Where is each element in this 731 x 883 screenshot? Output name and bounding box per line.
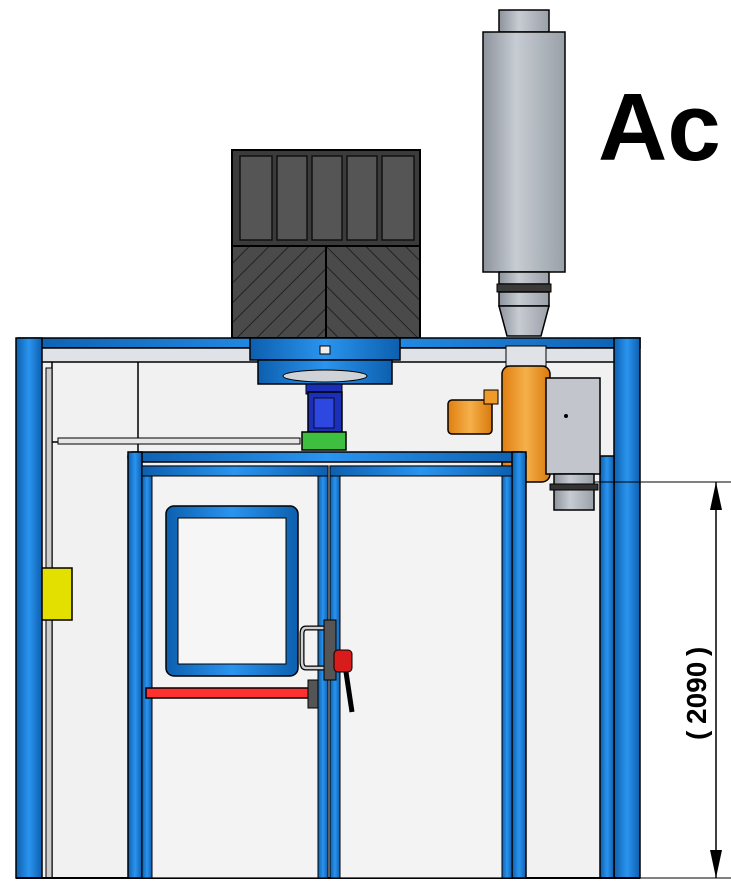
fan-motor-assembly: [249, 337, 401, 451]
title-text: Ac: [598, 74, 721, 181]
panic-bar: [145, 687, 317, 699]
right-door-leaf: [329, 465, 513, 879]
dimension-close-paren: ): [681, 647, 712, 656]
dimension-open-paren: (: [681, 730, 712, 740]
roof-filter-unit: [231, 149, 421, 339]
double-door: [127, 451, 527, 879]
electrical-box: [41, 567, 73, 621]
height-dimension: [594, 481, 731, 879]
dimension-label: 2090: [681, 662, 712, 724]
exhaust-duct: [482, 9, 566, 337]
